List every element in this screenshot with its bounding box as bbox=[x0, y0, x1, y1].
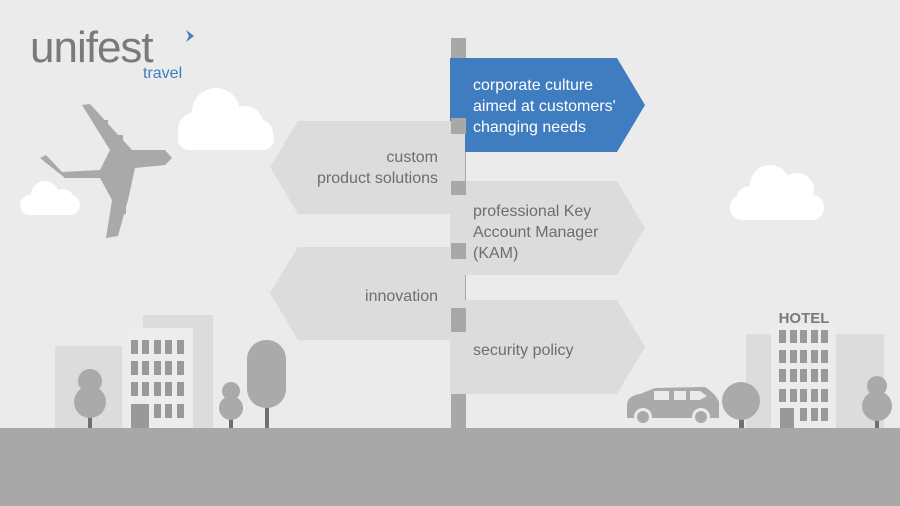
sign-text: (KAM) bbox=[473, 245, 518, 262]
sign-text: security policy bbox=[473, 342, 573, 359]
tree-icon bbox=[219, 382, 243, 428]
logo: unifest travel bbox=[30, 23, 194, 82]
right-city: HOTEL bbox=[627, 310, 892, 428]
cloud-icon bbox=[20, 181, 80, 215]
airplane-icon bbox=[40, 104, 172, 238]
left-city bbox=[55, 315, 286, 428]
ground bbox=[0, 428, 900, 506]
sign-corporate-culture: corporate culture aimed at customers' ch… bbox=[450, 58, 645, 152]
sign-text: Account Manager bbox=[473, 224, 599, 241]
sign-text: professional Key bbox=[473, 203, 591, 220]
sign-custom-product-solutions: custom product solutions bbox=[270, 121, 465, 214]
signpost-pole-segments bbox=[451, 118, 466, 332]
logo-subtitle: travel bbox=[143, 65, 182, 82]
signpost: corporate culture aimed at customers' ch… bbox=[270, 38, 645, 428]
tree-icon bbox=[247, 340, 286, 428]
tree-icon bbox=[74, 369, 106, 428]
hotel-windows bbox=[779, 330, 828, 428]
sign-text: custom bbox=[386, 149, 438, 166]
sign-text: product solutions bbox=[317, 170, 438, 187]
car-icon bbox=[627, 387, 719, 426]
hotel-sign: HOTEL bbox=[779, 310, 830, 327]
cloud-icon bbox=[730, 165, 824, 220]
sign-text: changing needs bbox=[473, 119, 586, 136]
clouds bbox=[20, 88, 824, 220]
logo-wordmark: unifest bbox=[30, 23, 153, 72]
logo-arrow-icon bbox=[186, 30, 194, 42]
sign-security-policy: security policy bbox=[450, 300, 645, 394]
sign-key-account-manager: professional Key Account Manager (KAM) bbox=[450, 181, 645, 275]
tree-icon bbox=[862, 376, 892, 428]
sign-innovation: innovation bbox=[270, 247, 465, 340]
building-windows bbox=[131, 340, 184, 428]
sign-text: corporate culture bbox=[473, 77, 593, 94]
sign-text: innovation bbox=[365, 288, 438, 305]
sign-text: aimed at customers' bbox=[473, 98, 616, 115]
cloud-icon bbox=[178, 88, 274, 150]
tree-icon bbox=[722, 382, 760, 428]
